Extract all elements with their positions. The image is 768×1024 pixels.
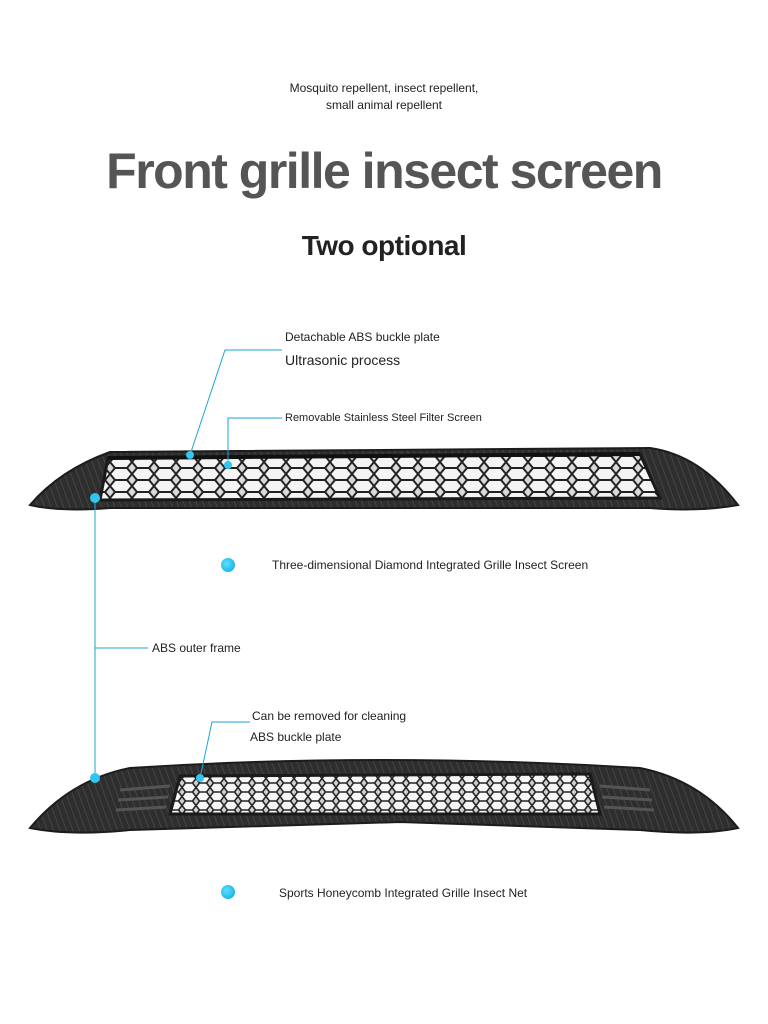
bullet-dot-icon [221, 558, 235, 572]
label-ultrasonic: Ultrasonic process [285, 352, 401, 368]
callout-anchors [90, 451, 232, 783]
label-outer-frame: ABS outer frame [152, 641, 241, 655]
page-subtitle: Two optional [301, 230, 467, 261]
callout-lines [94, 349, 282, 780]
label-filter-screen: Removable Stainless Steel Filter Screen [285, 412, 482, 424]
caption-honeycomb: Sports Honeycomb Integrated Grille Insec… [279, 886, 528, 900]
page-title: Front grille insect screen [106, 143, 663, 199]
label-detachable-buckle: Detachable ABS buckle plate [285, 330, 440, 344]
honeycomb-grille [28, 759, 740, 834]
caption-diamond: Three-dimensional Diamond Integrated Gri… [272, 558, 589, 572]
tagline-text: Mosquito repellent, insect repellent, sm… [289, 81, 479, 112]
label-abs-buckle: ABS buckle plate [250, 730, 342, 744]
bullet-dot-icon [221, 885, 235, 899]
tagline: Mosquito repellent, insect repellent, sm… [0, 80, 768, 114]
diamond-grille [28, 446, 740, 511]
label-removable-cleaning: Can be removed for cleaning [252, 709, 407, 723]
